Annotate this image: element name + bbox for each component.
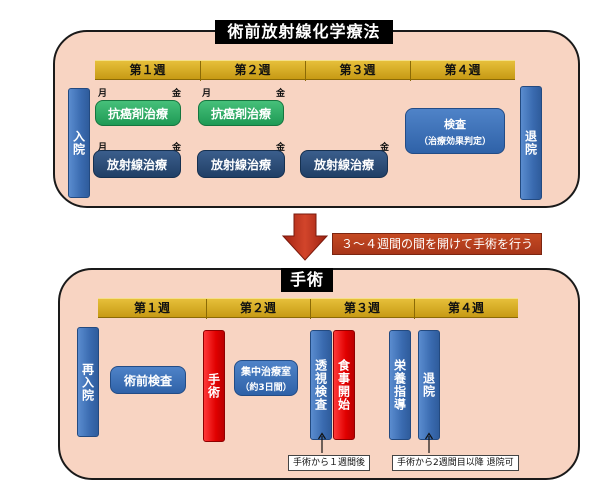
radiation-week3: 放射線治療 [300,150,388,178]
chemo-week1: 抗癌剤治療 [95,100,181,126]
efficacy-exam-subtitle: （治療効果判定） [418,136,491,147]
bottom-week-4: 第４週 [447,301,484,315]
radiation-week2-label: 放射線治療 [210,157,271,172]
label-friday: 金 [172,143,182,153]
top-week-3: 第３週 [339,63,376,77]
label-friday: 金 [380,143,390,153]
radiation-week1-label: 放射線治療 [106,157,167,172]
top-week-divider [200,61,201,81]
icu-line1: 集中治療室 [241,367,291,378]
discharge-bar: 退院 [418,330,440,440]
top-week-divider [305,61,306,81]
chemo-week2: 抗癌剤治療 [198,100,284,126]
label-friday: 金 [276,143,286,153]
surgery-title: 手術 [281,268,333,292]
radiation-week3-label: 放射線治療 [313,157,374,172]
preop-exam-box: 術前検査 [110,366,186,394]
chemo-week1-label: 抗癌剤治療 [107,106,168,121]
top-discharge-bar: 退院 [520,86,542,200]
note-discharge-possible: 手術から2週間目以降 退院可 [392,455,519,471]
chemo-week2-label: 抗癌剤治療 [210,106,271,121]
top-week-4: 第４週 [444,63,481,77]
meal-start-bar: 食事開始 [333,330,355,440]
readmission-bar: 再入院 [77,327,99,437]
label-monday: 月 [98,89,108,99]
up-arrow-icon [424,432,434,453]
top-admission-bar: 入院 [68,88,90,198]
label-friday: 金 [276,89,286,99]
preop-chemoradiation-title: 術前放射線化学療法 [215,20,393,44]
interval-banner: ３～４週間の間を開けて手術を行う [332,233,543,255]
preop-exam-label: 術前検査 [123,373,172,388]
radiation-week2: 放射線治療 [197,150,285,178]
down-arrow-icon [281,213,329,261]
top-week-divider [410,61,411,81]
top-week-bar: 第１週 第２週 第３週 第４週 [95,60,515,81]
bottom-week-divider [310,299,311,319]
bottom-week-3: 第３週 [343,301,380,315]
efficacy-exam-title: 検査 [444,117,466,131]
note-one-week-after: 手術から１週間後 [288,455,371,471]
top-week-2: 第２週 [234,63,271,77]
surgery-bar: 手術 [203,330,225,442]
efficacy-exam-box: 検査 （治療効果判定） [405,108,505,154]
fluoroscopy-bar: 透視検査 [310,330,332,440]
bottom-week-divider [414,299,415,319]
radiation-week1: 放射線治療 [93,150,181,178]
icu-box: 集中治療室 （約3日間） [234,360,298,396]
bottom-week-2: 第２週 [239,301,276,315]
bottom-week-divider [206,299,207,319]
label-monday: 月 [98,143,108,153]
up-arrow-icon [317,432,327,453]
bottom-week-1: 第１週 [133,301,170,315]
top-week-1: 第１週 [129,63,166,77]
label-friday: 金 [172,89,182,99]
bottom-week-bar: 第１週 第２週 第３週 第４週 [98,298,518,319]
nutrition-guidance-bar: 栄養指導 [389,330,411,440]
icu-line2: （約3日間） [240,383,292,393]
label-monday: 月 [202,89,212,99]
